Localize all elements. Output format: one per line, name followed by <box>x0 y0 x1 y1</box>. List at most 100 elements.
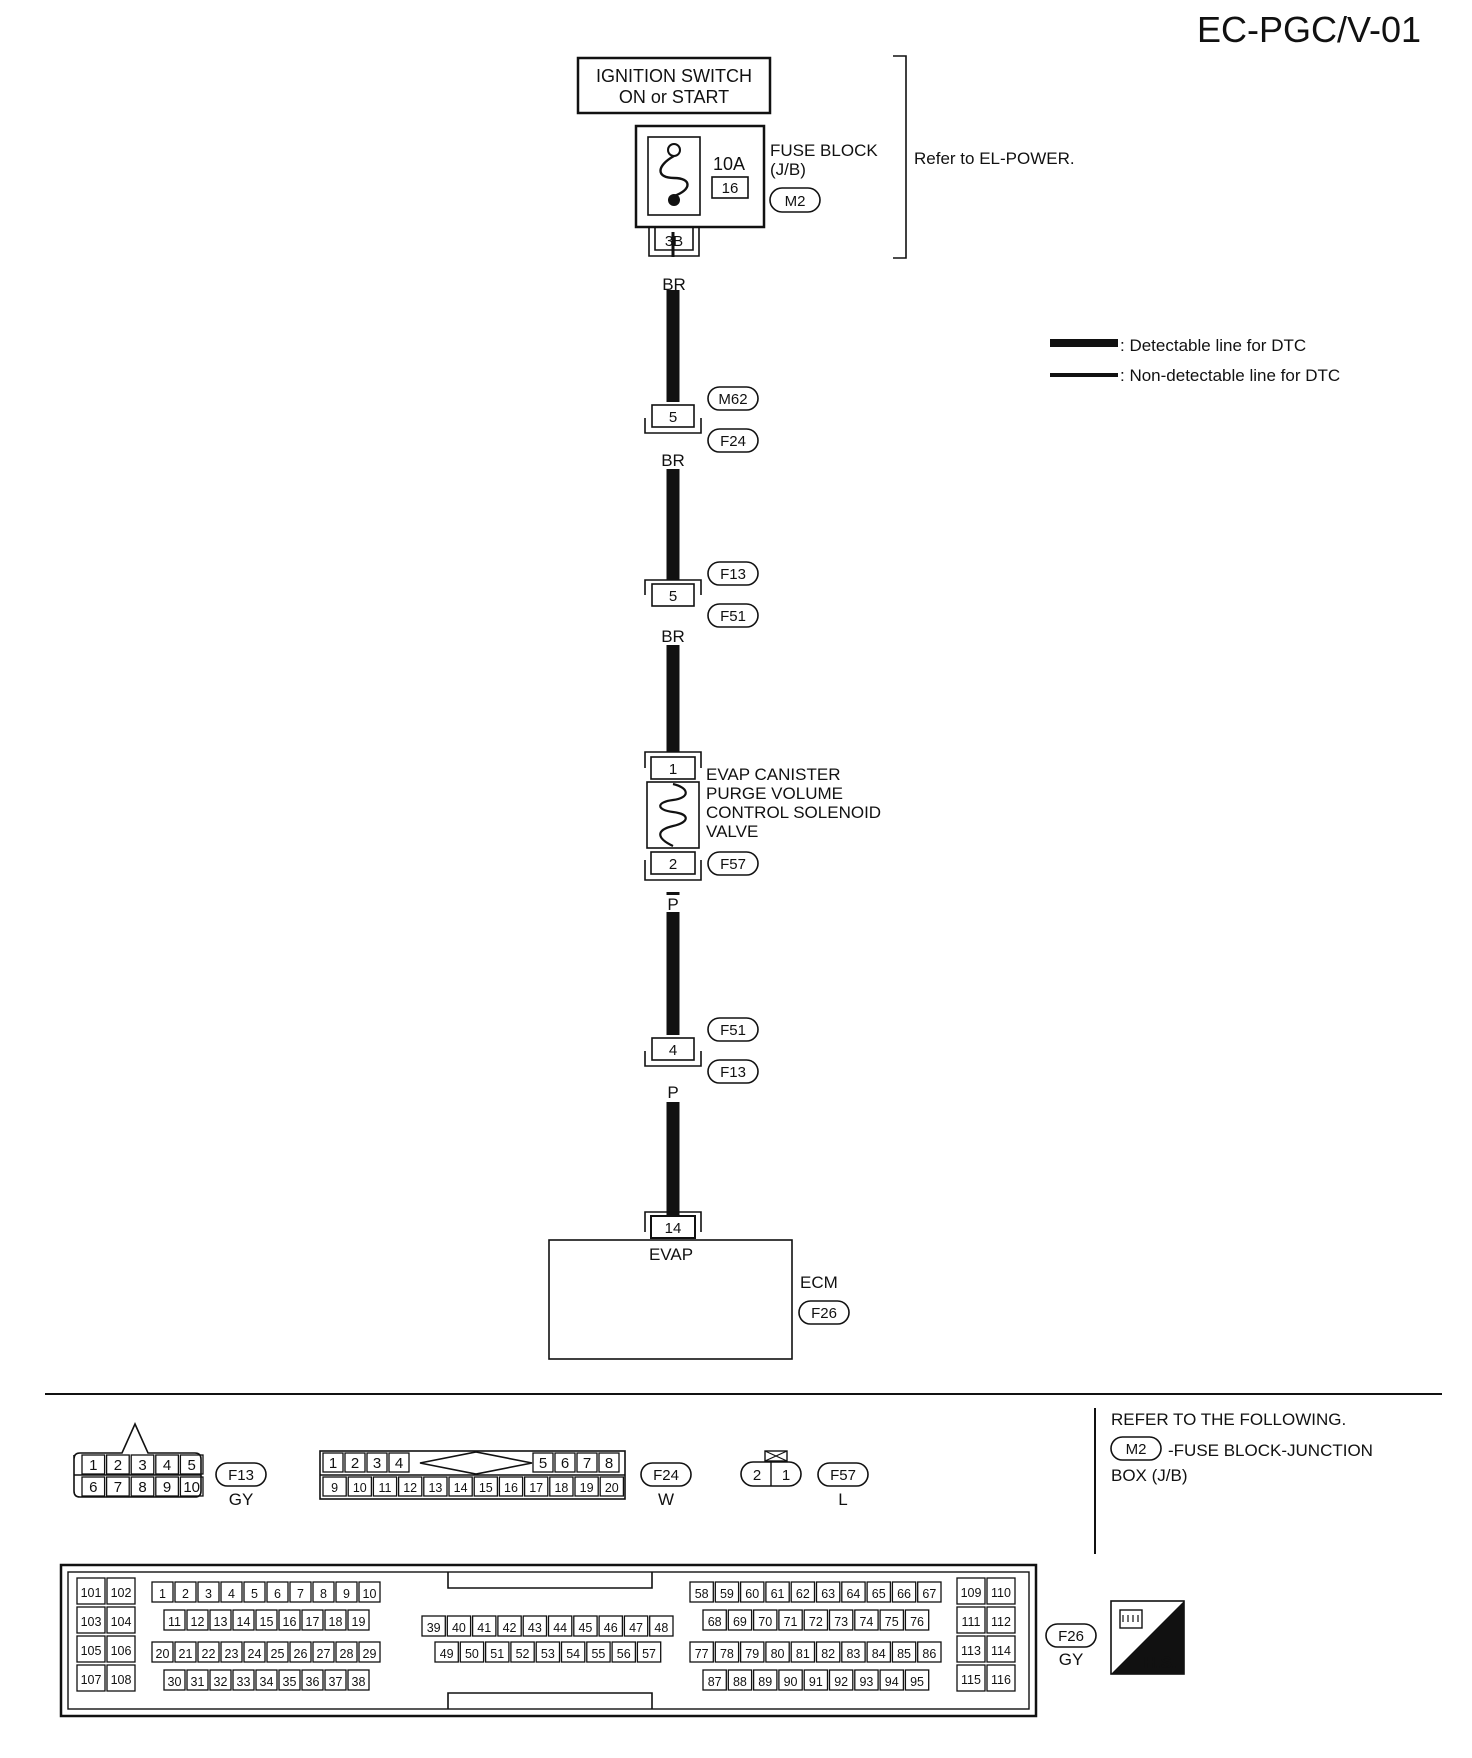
f13-pin: 9 <box>163 1479 171 1496</box>
f13-pin: 7 <box>114 1479 122 1496</box>
ecm-label: ECM <box>800 1273 838 1292</box>
f26-a-pin: 17 <box>306 1615 320 1629</box>
f13-cell <box>105 1454 130 1475</box>
connector-f24: F24 <box>720 433 746 450</box>
f26-a-pin: 28 <box>340 1647 354 1661</box>
f24-cell <box>574 1476 599 1497</box>
refer-following-heading: REFER TO THE FOLLOWING. <box>1111 1410 1346 1429</box>
f26-b-cell <box>522 1615 548 1637</box>
f26-left-pin: 107 <box>81 1673 102 1687</box>
f26-a-cell <box>186 1609 209 1631</box>
f26-c-cell <box>891 1641 917 1663</box>
f26-c-pin: 72 <box>809 1615 823 1629</box>
f26-c-pin: 65 <box>872 1587 886 1601</box>
f26-c-cell <box>752 1669 778 1691</box>
wire-color-br-2: BR <box>661 451 685 470</box>
f24-pin: 2 <box>351 1455 359 1472</box>
evap-valve: 1 2 EVAP CANISTER PURGE VOLUME CONTROL S… <box>643 751 881 914</box>
valve-pin-1: 1 <box>669 761 677 778</box>
f24-pin: 7 <box>583 1455 591 1472</box>
f24-pin: 5 <box>539 1455 547 1472</box>
connector-f51: F51 <box>720 608 746 625</box>
f24-cell <box>448 1476 473 1497</box>
f26-c-pin: 60 <box>745 1587 759 1601</box>
junction3-pin: 4 <box>669 1042 677 1059</box>
f26-c-pin: 70 <box>758 1615 772 1629</box>
f26-b-pin: 50 <box>465 1647 479 1661</box>
f26-c-cell <box>841 1581 866 1603</box>
f26-c-pin: 61 <box>771 1587 785 1601</box>
refer-following-desc-2: BOX (J/B) <box>1111 1466 1188 1485</box>
f26-b-cell <box>510 1641 535 1663</box>
f26-left-pin: 104 <box>111 1615 132 1629</box>
f24-cell <box>523 1476 549 1497</box>
f26-c-pin: 83 <box>846 1647 860 1661</box>
f26-left-cell <box>76 1664 106 1692</box>
f13-cell <box>155 1476 180 1497</box>
f13-cell <box>130 1454 155 1475</box>
fuse-block-jb: (J/B) <box>770 160 806 179</box>
f26-c-pin: 74 <box>859 1615 873 1629</box>
refer-bracket: Refer to EL-POWER. <box>893 55 1075 259</box>
f26-b-cell <box>484 1641 510 1663</box>
f26-right-cell <box>956 1635 986 1663</box>
f26-left-cell <box>106 1664 136 1692</box>
f13-pin: 1 <box>89 1457 97 1474</box>
f24-cell <box>532 1452 554 1473</box>
f26-left-cell <box>106 1577 136 1605</box>
f26-c-pin: 69 <box>733 1615 747 1629</box>
f26-c-cell <box>778 1669 803 1691</box>
f26-c-pin: 86 <box>922 1647 936 1661</box>
f24-pin: 15 <box>479 1481 493 1495</box>
f26-b-pin: 49 <box>440 1647 454 1661</box>
f26-b-cell <box>560 1641 586 1663</box>
f26-c-pin: 91 <box>809 1675 823 1689</box>
f26-a-pin: 2 <box>182 1587 189 1601</box>
f26-b-pin: 48 <box>654 1621 668 1635</box>
f26-a-pin: 27 <box>317 1647 331 1661</box>
f13-cell <box>179 1476 204 1497</box>
f26-c-cell <box>866 1641 892 1663</box>
f26-a-cell <box>197 1581 220 1603</box>
f24-pin: 3 <box>373 1455 381 1472</box>
f26-c-pin: 87 <box>708 1675 722 1689</box>
f13-pin: 2 <box>114 1457 122 1474</box>
f26-b-cell <box>623 1615 649 1637</box>
f26-c-cell <box>790 1641 816 1663</box>
f26-right-pin: 115 <box>961 1673 981 1687</box>
fuse-pin: 16 <box>722 180 739 197</box>
f26-a-pin: 29 <box>363 1647 377 1661</box>
f26-c-cell <box>727 1669 753 1691</box>
f26-c-cell <box>739 1581 765 1603</box>
f26-a-pin: 34 <box>260 1675 274 1689</box>
f24-pin: 16 <box>504 1481 518 1495</box>
refer-following-desc-1: -FUSE BLOCK-JUNCTION <box>1168 1441 1373 1460</box>
f26-c-pin: 73 <box>834 1615 848 1629</box>
f24-pin: 4 <box>395 1455 403 1472</box>
f26-left-pin: 105 <box>81 1644 102 1658</box>
f24-face-color: W <box>658 1490 674 1509</box>
f13-cell <box>179 1454 204 1475</box>
fuse-block: 10A 16 FUSE BLOCK (J/B) M2 3B <box>634 124 878 257</box>
f26-left-pin: 102 <box>111 1586 132 1600</box>
f26-a-cell <box>255 1669 278 1691</box>
f26-c-cell <box>778 1609 803 1631</box>
connector-f51-lower: F51 <box>720 1022 746 1039</box>
fuse-block-label: FUSE BLOCK <box>770 141 878 160</box>
f26-a-pin: 4 <box>228 1587 235 1601</box>
f26-a-pin: 22 <box>202 1647 216 1661</box>
f26-left-cell <box>76 1577 106 1605</box>
f26-c-pin: 85 <box>897 1647 911 1661</box>
f26-right-pin: 110 <box>991 1586 1011 1600</box>
f26-c-cell <box>714 1641 740 1663</box>
f26-a-pin: 9 <box>343 1587 350 1601</box>
f26-a-pin: 24 <box>248 1647 262 1661</box>
f26-c-cell <box>841 1641 866 1663</box>
wire-color-p-1: P <box>667 895 678 914</box>
f24-cell <box>598 1452 620 1473</box>
f26-b-cell <box>636 1641 662 1663</box>
f26-a-cell <box>301 1609 324 1631</box>
f24-cell <box>366 1452 388 1473</box>
f26-b-cell <box>586 1641 611 1663</box>
f26-c-cell <box>689 1581 714 1603</box>
